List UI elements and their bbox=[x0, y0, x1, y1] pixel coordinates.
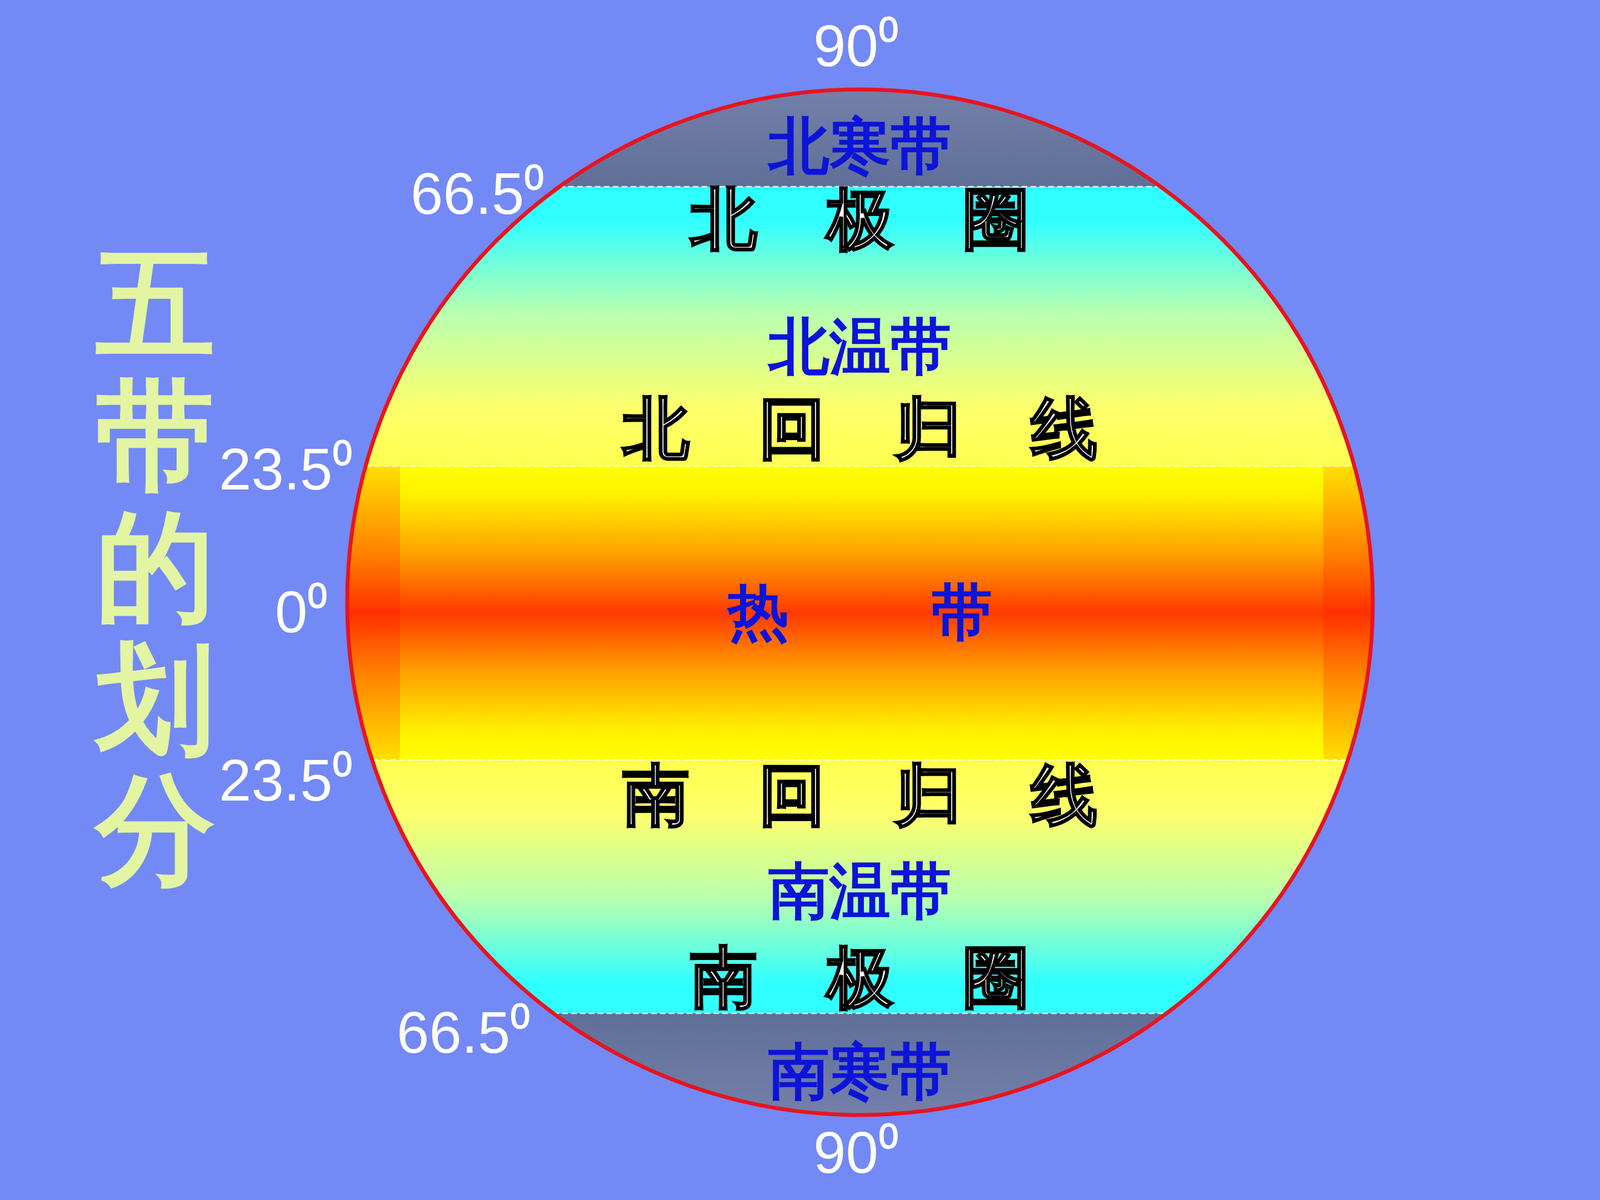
latitude-label: 66.5⁰ bbox=[410, 163, 545, 225]
latitude-label: 90⁰ bbox=[813, 15, 899, 77]
latitude-line-name: 北回归线 bbox=[553, 392, 1168, 466]
earth-outline bbox=[347, 89, 1373, 1115]
climate-zone-band: 南寒带 bbox=[762, 1036, 958, 1108]
zone-fills bbox=[344, 89, 1376, 1115]
latitude-line-name: 南回归线 bbox=[553, 758, 1168, 833]
diagram-title: 五带的划分 bbox=[95, 238, 215, 897]
latitude-label: 66.5⁰ bbox=[396, 1002, 531, 1064]
zone-name: 热带 bbox=[585, 578, 1136, 647]
zone-name: 南温带 bbox=[768, 857, 952, 925]
zone-name: 南寒带 bbox=[768, 1038, 952, 1106]
torrid-edge-strip bbox=[344, 466, 400, 760]
latitude-line-name: 南极圈 bbox=[621, 941, 1099, 1015]
latitude-line-name: 北极圈 bbox=[621, 182, 1099, 257]
torrid-edge-strip bbox=[1323, 466, 1376, 760]
climate-zone-band: 北寒带 bbox=[762, 110, 958, 183]
climate-zone-band: 热带 bbox=[579, 576, 1142, 649]
latitude-label: 0⁰ bbox=[275, 581, 328, 643]
latitude-lines bbox=[365, 186, 1355, 1014]
torrid-fill bbox=[344, 466, 1376, 760]
tropic-of-cancer-line bbox=[365, 465, 1355, 468]
climate-zone-band: 北温带 bbox=[762, 311, 958, 383]
zone-name: 北寒带 bbox=[768, 112, 952, 180]
latitude-label: 90⁰ bbox=[813, 1122, 899, 1184]
climate-zone-band: 南温带 bbox=[762, 855, 958, 928]
latitude-label: 23.5⁰ bbox=[218, 438, 353, 500]
latitude-label: 23.5⁰ bbox=[218, 750, 353, 812]
zone-name: 北温带 bbox=[768, 313, 952, 381]
